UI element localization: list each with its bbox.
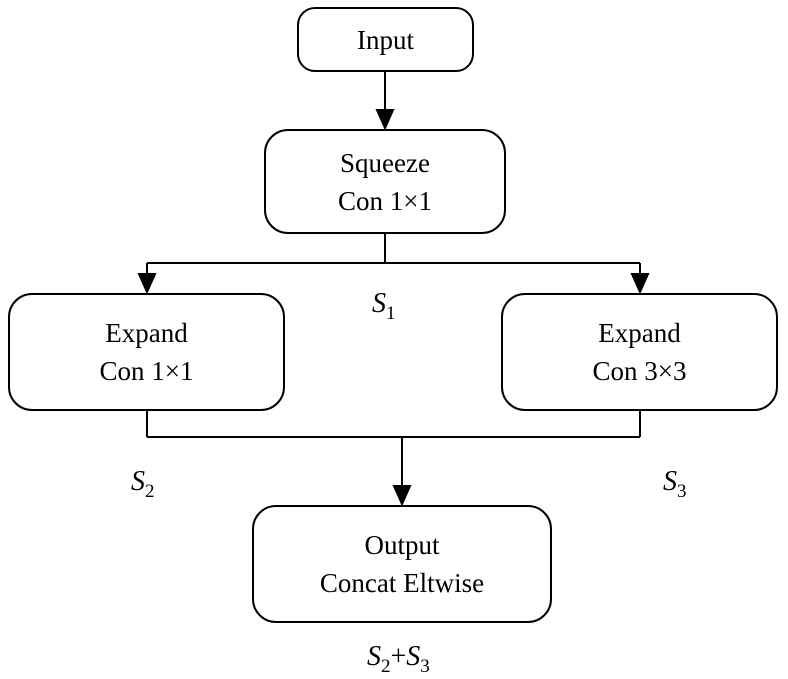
label-s1: S1: [372, 288, 396, 325]
expand-1x1-node: Expand Con 1×1: [8, 293, 285, 411]
label-s2: S2: [131, 466, 155, 503]
expand-1x1-node-op: Con 1×1: [99, 356, 194, 386]
arrowhead-to-expand-1x1: [137, 273, 157, 295]
arrowhead-to-output: [392, 485, 412, 507]
squeeze-node-title: Squeeze: [340, 147, 430, 178]
output-node-op: Concat Eltwise: [319, 568, 485, 598]
output-node: Output Concat Eltwise: [252, 505, 552, 623]
label-s3: S3: [663, 466, 687, 503]
input-node: Input: [297, 7, 474, 72]
output-node-title: Output: [364, 530, 440, 560]
expand-3x3-node-op: Con 3×3: [592, 356, 687, 386]
arrowhead-to-expand-3x3: [630, 273, 650, 295]
expand-1x1-node-title: Expand: [105, 318, 188, 348]
squeeze-node-op: Con 1×1: [338, 185, 432, 216]
squeeze-node: Squeeze Con 1×1: [264, 129, 506, 234]
arrowhead-input-to-squeeze: [375, 109, 395, 131]
expand-3x3-node: Expand Con 3×3: [501, 293, 778, 411]
label-s2-plus-s3: S2+S3: [367, 641, 430, 678]
expand-3x3-node-title: Expand: [598, 318, 681, 348]
input-node-label: Input: [357, 24, 414, 55]
